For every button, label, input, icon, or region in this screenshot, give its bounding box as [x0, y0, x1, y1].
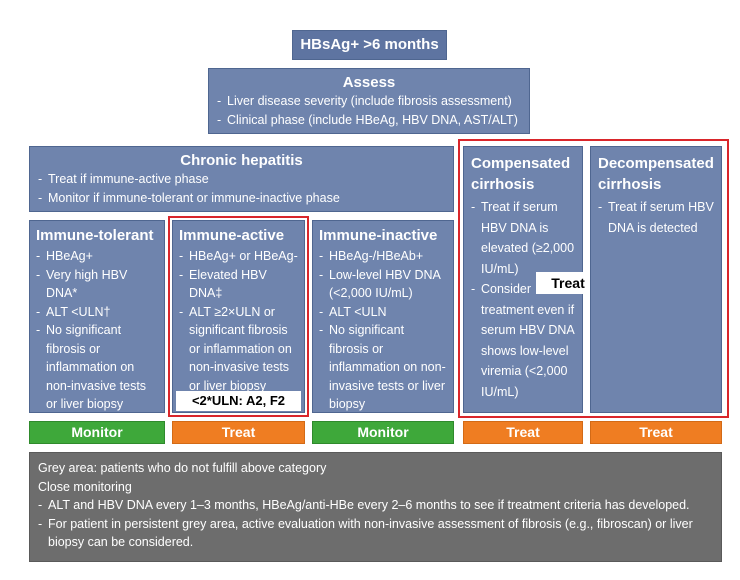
decompensated-cirrhosis-item: Treat if serum HBV DNA is detected — [598, 197, 717, 238]
grey-area-subheading: Close monitoring — [38, 479, 132, 494]
grey-area-list: ALT and HBV DNA every 1–3 months, HBeAg/… — [38, 496, 713, 552]
immune-active-list: HBeAg+ or HBeAg- Elevated HBV DNA‡ ALT ≥… — [179, 247, 298, 395]
assess-list: Liver disease severity (include fibrosis… — [217, 92, 529, 129]
assess-item: Clinical phase (include HBeAg, HBV DNA, … — [217, 111, 529, 130]
monitor-bar-immune-inactive: Monitor — [312, 421, 454, 444]
immune-active-highlight-frame — [168, 216, 309, 417]
immune-active-callout: <2*ULN: A2, F2 — [176, 391, 301, 411]
decompensated-cirrhosis-list: Treat if serum HBV DNA is detected — [598, 197, 717, 238]
treat-bar-compensated: Treat — [463, 421, 583, 444]
compensated-cirrhosis-title: Compensated cirrhosis — [471, 155, 571, 193]
immune-tolerant-box: Immune-tolerant HBeAg+ Very high HBV DNA… — [29, 220, 165, 413]
immune-active-item: Elevated HBV DNA‡ — [179, 266, 298, 303]
decompensated-cirrhosis-box: Decompensated cirrhosis Treat if serum H… — [590, 146, 722, 413]
chronic-hepatitis-box: Chronic hepatitis Treat if immune-active… — [29, 146, 454, 212]
immune-tolerant-item: ALT <ULN† — [36, 303, 158, 322]
immune-tolerant-item: HBeAg+ — [36, 247, 158, 266]
immune-tolerant-item: No significant fibrosis or inflammation … — [36, 321, 158, 414]
chronic-hepatitis-item: Monitor if immune-tolerant or immune-ina… — [38, 189, 453, 208]
immune-inactive-box: Immune-inactive HBeAg-/HBeAb+ Low-level … — [312, 220, 454, 413]
immune-active-title: Immune-active — [179, 227, 285, 244]
chronic-hepatitis-list: Treat if immune-active phase Monitor if … — [38, 170, 453, 207]
assess-title: Assess — [342, 74, 396, 91]
chronic-hepatitis-title: Chronic hepatitis — [180, 152, 303, 169]
immune-inactive-item: ALT <ULN — [319, 303, 447, 322]
immune-inactive-item: Low-level HBV DNA (<2,000 IU/mL) — [319, 266, 447, 303]
grey-area-item: For patient in persistent grey area, act… — [38, 515, 709, 552]
compensated-cirrhosis-list: Treat if serum HBV DNA is elevated (≥2,0… — [471, 197, 578, 402]
immune-tolerant-list: HBeAg+ Very high HBV DNA* ALT <ULN† No s… — [36, 247, 158, 414]
hbsag-title: HBsAg+ >6 months — [300, 36, 439, 53]
immune-inactive-item: No significant fibrosis or inflammation … — [319, 321, 447, 414]
cirrhosis-highlight-frame — [458, 139, 729, 418]
monitor-bar-immune-tolerant: Monitor — [29, 421, 165, 444]
immune-inactive-list: HBeAg-/HBeAb+ Low-level HBV DNA (<2,000 … — [319, 247, 447, 414]
immune-tolerant-item: Very high HBV DNA* — [36, 266, 158, 303]
grey-area-item: ALT and HBV DNA every 1–3 months, HBeAg/… — [38, 496, 709, 515]
immune-inactive-title: Immune-inactive — [319, 227, 438, 244]
immune-active-box: Immune-active HBeAg+ or HBeAg- Elevated … — [172, 220, 305, 413]
grey-area-box: Grey area: patients who do not fulfill a… — [29, 452, 722, 562]
decompensated-cirrhosis-title: Decompensated cirrhosis — [598, 155, 714, 193]
treat-bar-decompensated: Treat — [590, 421, 722, 444]
immune-inactive-item: HBeAg-/HBeAb+ — [319, 247, 447, 266]
compensated-cirrhosis-item: Consider treatment even if serum HBV DNA… — [471, 279, 578, 402]
immune-active-item: ALT ≥2×ULN or significant fibrosis or in… — [179, 303, 298, 396]
compensated-cirrhosis-item: Treat if serum HBV DNA is elevated (≥2,0… — [471, 197, 578, 279]
immune-active-item: HBeAg+ or HBeAg- — [179, 247, 298, 266]
chronic-hepatitis-item: Treat if immune-active phase — [38, 170, 453, 189]
assess-box: Assess Liver disease severity (include f… — [208, 68, 530, 134]
assess-item: Liver disease severity (include fibrosis… — [217, 92, 529, 111]
compensated-cirrhosis-callout: Treat — [536, 272, 600, 294]
hbsag-box: HBsAg+ >6 months — [292, 30, 447, 60]
treat-bar-immune-active: Treat — [172, 421, 305, 444]
immune-tolerant-title: Immune-tolerant — [36, 227, 154, 244]
grey-area-heading: Grey area: patients who do not fulfill a… — [38, 461, 327, 475]
